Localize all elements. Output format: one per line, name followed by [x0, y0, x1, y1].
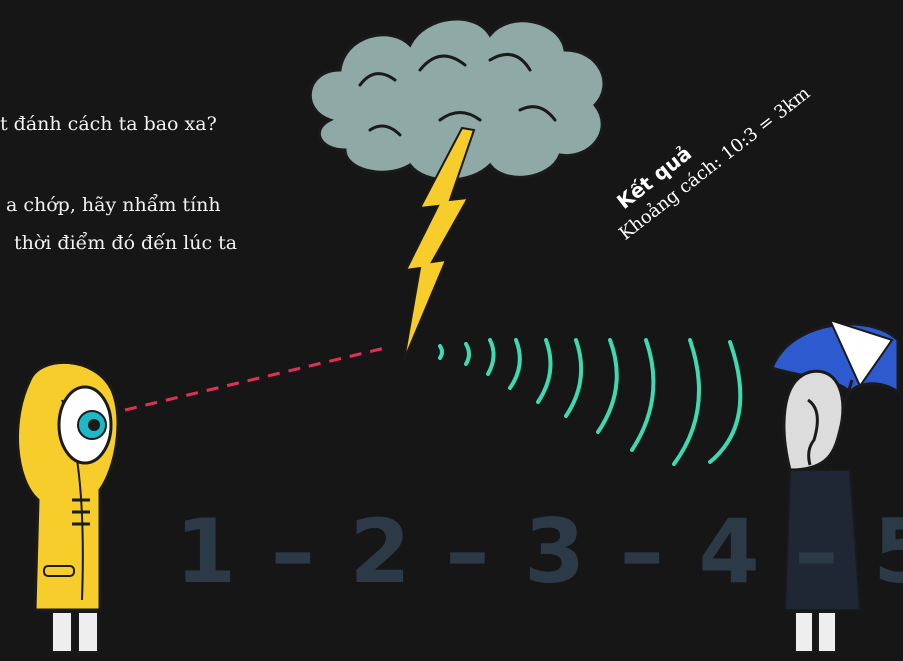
question-line-2: a chớp, hãy nhẩm tính — [6, 194, 221, 216]
ear-character — [770, 318, 900, 653]
lightning-bolt-icon — [403, 126, 476, 361]
question-line-1: t đánh cách ta bao xa? — [0, 113, 217, 135]
question-line-3: thời điểm đó đến lúc ta — [14, 232, 238, 254]
counting-numbers: 1 – 2 – 3 – 4 – 5 — [175, 500, 903, 603]
storm-cloud-icon — [308, 17, 606, 182]
sound-waves — [438, 338, 743, 466]
eye-character — [16, 360, 120, 653]
sight-line — [124, 346, 386, 412]
